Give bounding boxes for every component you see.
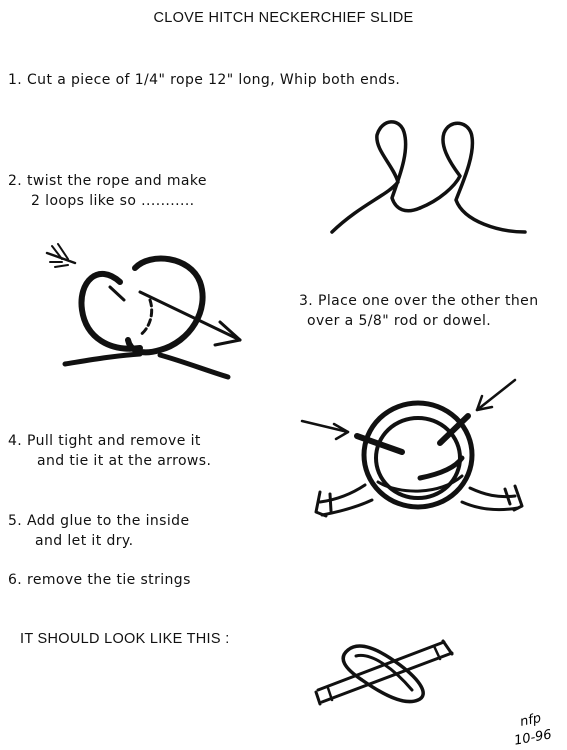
step-2: 2. twist the rope and make 2 loops like … xyxy=(8,171,207,211)
step-1: 1. Cut a piece of 1/4" rope 12" long, Wh… xyxy=(8,70,400,90)
signature-date: 10-96 xyxy=(513,727,553,748)
step-6: 6. remove the tie strings xyxy=(8,570,191,590)
signature-initials: nfp xyxy=(519,711,543,730)
step-2-line-2: 2 loops like so ........... xyxy=(31,193,195,209)
step-3: 3. Place one over the other then over a … xyxy=(299,291,538,331)
page-title: CLOVE HITCH NECKERCHIEF SLIDE xyxy=(153,10,414,26)
step-3-line-2: over a 5/8" rod or dowel. xyxy=(307,313,492,329)
step-3-line-1: 3. Place one over the other then xyxy=(299,293,539,309)
step-6-line-1: 6. remove the tie strings xyxy=(8,572,191,588)
final-caption: IT SHOULD LOOK LIKE THIS : xyxy=(20,631,230,647)
step-5-line-2: and let it dry. xyxy=(35,533,134,549)
step-4-line-1: 4. Pull tight and remove it xyxy=(8,433,201,449)
step-2-line-1: 2. twist the rope and make xyxy=(8,173,207,189)
step-5: 5. Add glue to the inside and let it dry… xyxy=(8,511,189,551)
step-1-line-1: 1. Cut a piece of 1/4" rope 12" long, Wh… xyxy=(8,72,401,88)
step-5-line-1: 5. Add glue to the inside xyxy=(8,513,190,529)
step-4: 4. Pull tight and remove it and tie it a… xyxy=(8,431,211,471)
step-4-line-2: and tie it at the arrows. xyxy=(37,453,212,469)
